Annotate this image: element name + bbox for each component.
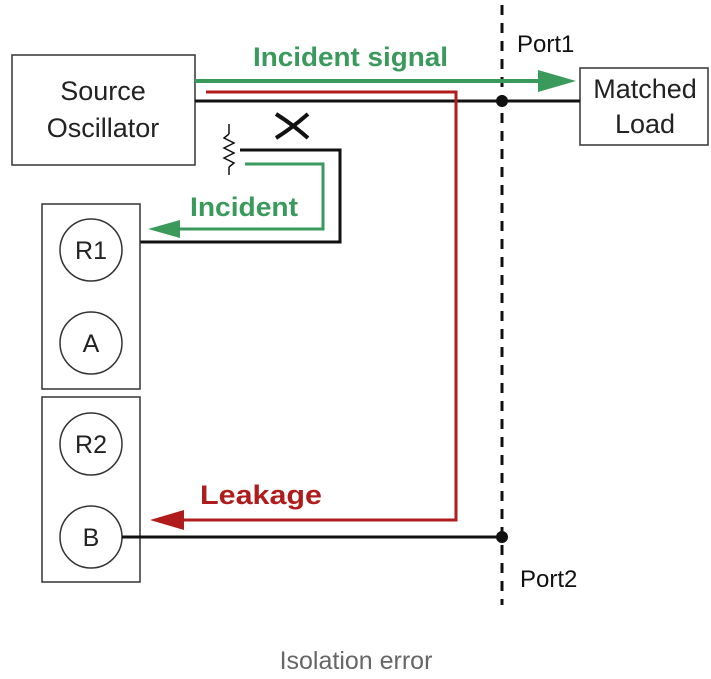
- port2-label: Port2: [520, 566, 577, 593]
- receiver-r1: [59, 218, 123, 282]
- receiver-r2: [59, 412, 123, 476]
- source-label-line1: Source: [60, 76, 146, 106]
- port1-junction-dot: [496, 95, 508, 107]
- incident-coupled-arrowhead: [148, 220, 180, 238]
- leakage-arrowhead: [150, 510, 184, 530]
- incident-signal-label: Incident signal: [253, 42, 448, 72]
- receiver-r2-label: R2: [75, 431, 107, 459]
- receiver-a: [59, 311, 123, 375]
- source-oscillator-box: [11, 54, 196, 166]
- leakage-label: Leakage: [200, 480, 322, 510]
- incident-coupled-path: [175, 162, 325, 231]
- port1-label: Port1: [517, 31, 574, 58]
- port2-junction-dot: [496, 531, 508, 543]
- leakage-path: [172, 90, 458, 522]
- source-label-line2: Oscillator: [47, 113, 160, 143]
- matched-load-box: [579, 67, 709, 146]
- coupler-cross-icon: [274, 112, 310, 140]
- load-label-line2: Load: [615, 109, 675, 139]
- incident-label: Incident: [190, 192, 298, 222]
- receiver-a-label: A: [83, 330, 100, 358]
- coupled-arm-line: [140, 148, 342, 244]
- caption: Isolation error: [280, 647, 433, 675]
- receiver-b-label: B: [83, 524, 100, 552]
- receiver-r1-label: R1: [75, 237, 107, 265]
- load-label-line1: Matched: [593, 74, 697, 104]
- resistor-icon: [222, 124, 236, 175]
- incident-signal-arrowhead: [538, 70, 576, 92]
